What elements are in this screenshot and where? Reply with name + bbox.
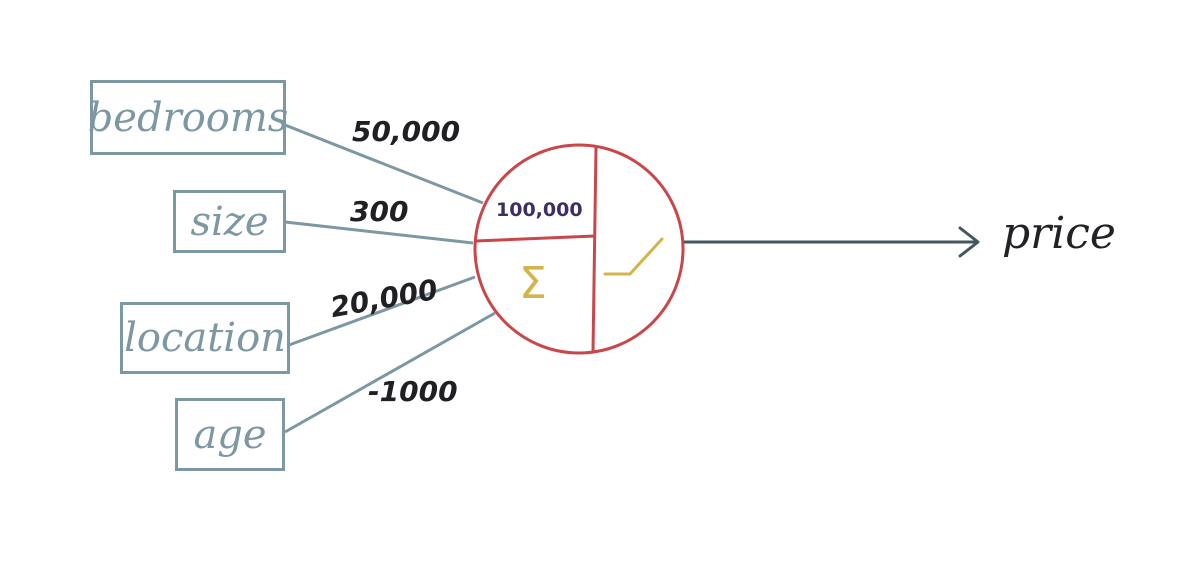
input-label-size: size [190, 198, 269, 245]
connector-location [288, 275, 476, 347]
input-label-location: location [124, 315, 286, 361]
arrow-head-icon [958, 226, 980, 258]
relu-icon [603, 237, 664, 276]
output-label: price [1002, 208, 1116, 259]
connector-bedrooms [284, 123, 484, 205]
weight-bedrooms: 50,000 [352, 115, 461, 148]
input-box-location: location [120, 302, 290, 374]
input-box-age: age [175, 398, 285, 471]
sum-symbol: Σ [519, 258, 547, 309]
input-label-bedrooms: bedrooms [87, 94, 289, 141]
connector-size [284, 220, 474, 245]
weight-age: -1000 [368, 375, 458, 408]
neuron-horizontal-divider [475, 234, 596, 243]
input-box-bedrooms: bedrooms [87, 80, 289, 155]
connector-age [284, 311, 496, 434]
input-box-size: size [173, 190, 286, 253]
neuron-vertical-divider [591, 146, 598, 353]
input-label-age: age [193, 411, 267, 458]
weight-size: 300 [350, 195, 409, 228]
neuron-circle [473, 143, 685, 355]
neuron-bias: 100,000 [496, 199, 583, 221]
